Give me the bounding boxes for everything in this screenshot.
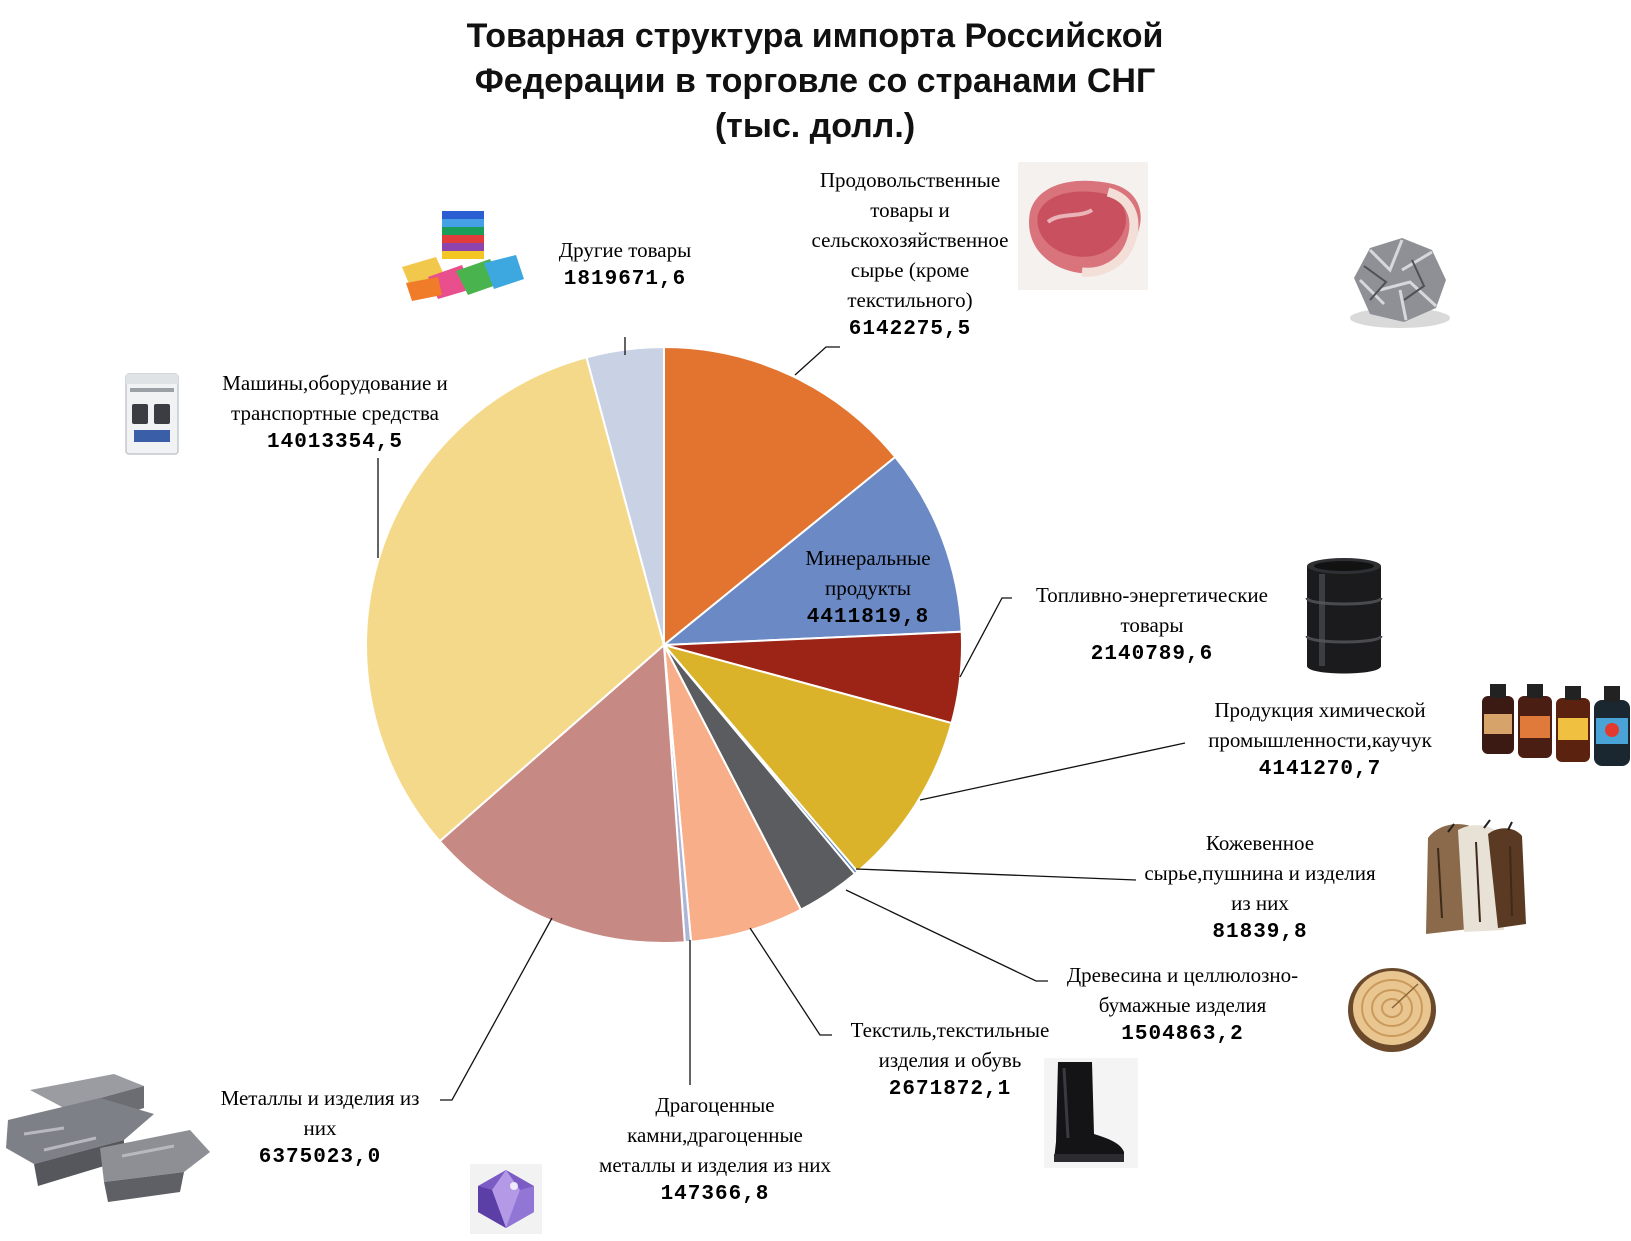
slice-name-line: Кожевенное bbox=[1205, 831, 1315, 855]
chart-title-line: Товарная структура импорта Российской bbox=[466, 17, 1164, 55]
chart-title-line: (тыс. долл.) bbox=[714, 107, 916, 145]
slice-name-line: них bbox=[303, 1116, 337, 1140]
slice-name-line: Машины,оборудование и bbox=[222, 371, 448, 395]
slice-name-line: Текстиль,текстильные bbox=[850, 1018, 1050, 1042]
slice-name-line: транспортные средства bbox=[231, 401, 439, 425]
slice-name-line: Минеральные bbox=[805, 546, 931, 570]
slice-label: Другие товары 1819671,6 bbox=[535, 235, 715, 295]
leader-line bbox=[440, 917, 553, 1101]
boot-icon bbox=[1044, 1058, 1138, 1168]
slice-label: Машины,оборудование и транспортные средс… bbox=[200, 368, 470, 458]
pie-slice bbox=[661, 455, 963, 647]
slice-name-line: сырье,пушнина и изделия bbox=[1144, 861, 1376, 885]
chemical-bottles-icon bbox=[1482, 684, 1630, 766]
slice-name-line: изделия и обувь bbox=[878, 1048, 1022, 1072]
slice-label: Драгоценные камни,драгоценные металлы и … bbox=[580, 1090, 850, 1210]
leader-line bbox=[749, 927, 832, 1036]
slice-name-line: из них bbox=[1231, 891, 1289, 915]
slice-name-line: бумажные изделия bbox=[1098, 993, 1267, 1017]
slice-name-line: Другие товары bbox=[558, 238, 692, 262]
chart-title-line: Федерации в торговле со странами СНГ bbox=[474, 62, 1156, 100]
slice-name-line: Продовольственные bbox=[819, 168, 1001, 192]
wood-log-icon bbox=[1348, 968, 1436, 1052]
leader-line bbox=[794, 346, 840, 376]
circuit-breaker-icon bbox=[125, 373, 179, 455]
metal-ingots-icon bbox=[6, 1074, 210, 1202]
slice-value: 4141270,7 bbox=[1258, 758, 1382, 781]
slice-name-line: продукты bbox=[824, 576, 912, 600]
pie-slice bbox=[663, 345, 897, 648]
slice-value: 2671872,1 bbox=[888, 1078, 1012, 1101]
slice-value: 4411819,8 bbox=[806, 606, 930, 629]
slice-name-line: Топливно-энергетические bbox=[1036, 583, 1268, 607]
slice-label: Минеральные продукты 4411819,8 bbox=[768, 543, 968, 633]
slice-label: Древесина и целлюлозно- бумажные изделия… bbox=[1050, 960, 1315, 1050]
slice-value: 14013354,5 bbox=[266, 431, 404, 454]
slice-label: Текстиль,текстильные изделия и обувь 267… bbox=[835, 1015, 1065, 1105]
slice-name-line: Металлы и изделия из bbox=[220, 1086, 420, 1110]
slice-name-line: товары bbox=[1120, 613, 1184, 637]
slice-name-line: Древесина и целлюлозно- bbox=[1066, 963, 1299, 987]
slice-value: 147366,8 bbox=[660, 1183, 770, 1206]
slice-value: 1504863,2 bbox=[1121, 1023, 1244, 1046]
leader-line bbox=[855, 868, 1137, 881]
oil-barrel-icon bbox=[1305, 558, 1383, 674]
slice-name-line: товары и bbox=[870, 198, 950, 222]
slice-value: 2140789,6 bbox=[1090, 643, 1214, 666]
leader-line bbox=[845, 889, 1048, 982]
slice-name-line: промышленности,каучук bbox=[1208, 728, 1432, 752]
towels-icon bbox=[402, 211, 524, 301]
slice-name-line: сырье (кроме bbox=[850, 258, 970, 282]
slice-value: 6375023,0 bbox=[258, 1146, 382, 1169]
pie-slices bbox=[365, 345, 963, 944]
slice-value: 81839,8 bbox=[1212, 921, 1308, 944]
slice-value: 6142275,5 bbox=[848, 318, 972, 341]
slice-label: Продовольственные товары и сельскохозяйс… bbox=[785, 165, 1035, 345]
aluminum-foil-icon bbox=[1350, 238, 1450, 328]
leader-line bbox=[959, 597, 1012, 678]
slice-label: Продукция химической промышленности,кауч… bbox=[1180, 695, 1460, 785]
slice-name-line: камни,драгоценные bbox=[627, 1123, 803, 1147]
meat-icon bbox=[1018, 162, 1148, 290]
pie-slice bbox=[365, 356, 666, 843]
leader-lines bbox=[377, 337, 1186, 1101]
slice-label: Топливно-энергетические товары 2140789,6 bbox=[1012, 580, 1292, 670]
pie-slice bbox=[663, 644, 803, 943]
gemstone-icon bbox=[470, 1164, 542, 1234]
slice-name-line: металлы и изделия из них bbox=[599, 1153, 831, 1177]
slice-name-line: текстильного) bbox=[847, 288, 973, 312]
slice-name-line: сельскохозяйственное bbox=[811, 228, 1009, 252]
slice-label: Металлы и изделия из них 6375023,0 bbox=[200, 1083, 440, 1173]
slice-name-line: Драгоценные bbox=[655, 1093, 775, 1117]
leader-line bbox=[919, 742, 1186, 801]
slice-name-line: Продукция химической bbox=[1214, 698, 1426, 722]
chart-title: Товарная структура импорта Российской Фе… bbox=[380, 14, 1250, 149]
slice-value: 1819671,6 bbox=[563, 268, 687, 291]
slice-label: Кожевенное сырье,пушнина и изделия из ни… bbox=[1130, 828, 1390, 948]
fur-coats-icon bbox=[1426, 819, 1526, 934]
pie-slice bbox=[661, 643, 953, 873]
